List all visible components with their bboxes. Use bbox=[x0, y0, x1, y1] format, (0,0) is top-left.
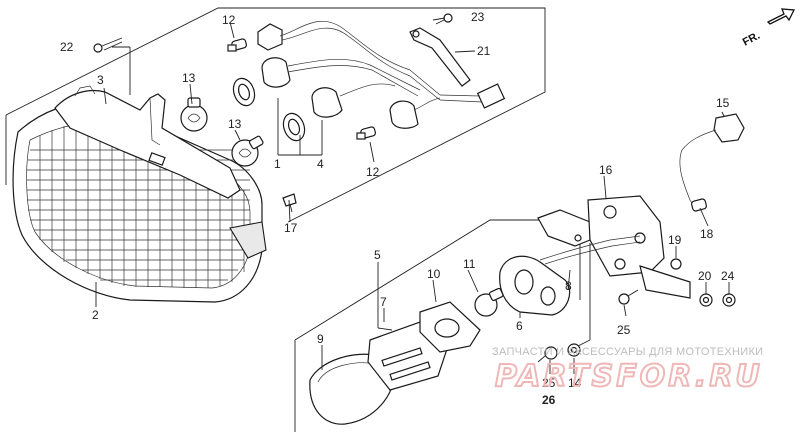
bolt-25-upper bbox=[618, 289, 639, 305]
nut-19 bbox=[670, 258, 682, 270]
nut-20 bbox=[699, 293, 713, 307]
callout-25-upper: 25 bbox=[617, 323, 631, 337]
callout-15: 15 bbox=[716, 96, 730, 110]
callout-2: 2 bbox=[92, 308, 99, 322]
front-direction-label: FR. bbox=[741, 30, 762, 49]
front-arrow-icon bbox=[766, 8, 796, 25]
callout-4: 4 bbox=[317, 157, 324, 171]
callout-14: 14 bbox=[568, 376, 582, 390]
callout-24: 24 bbox=[721, 269, 735, 283]
callout-11: 11 bbox=[463, 257, 476, 271]
bulb-18 bbox=[691, 198, 707, 212]
watermark-caption: ЗАПЧАСТИ И АКСЕССУАРЫ ДЛЯ МОТОТЕХНИКИ bbox=[492, 346, 763, 358]
callout-5: 5 bbox=[374, 248, 381, 262]
bulb-12-lower bbox=[356, 126, 376, 140]
license-lens-9 bbox=[309, 353, 396, 425]
callout-16: 16 bbox=[599, 163, 613, 177]
leader-lines bbox=[95, 17, 730, 374]
callout-labels: 22 3 2 13 13 12 12 17 1 4 23 21 5 7 9 10… bbox=[60, 10, 735, 407]
callout-3: 3 bbox=[97, 73, 104, 87]
bulb-13-lower bbox=[231, 135, 264, 167]
wire-8 bbox=[539, 235, 641, 265]
gasket-1-upper bbox=[232, 77, 256, 107]
nut-24 bbox=[722, 293, 736, 307]
washer-14 bbox=[567, 343, 581, 357]
screw-25-lower bbox=[537, 346, 558, 363]
callout-1: 1 bbox=[274, 157, 281, 171]
watermark: ЗАПЧАСТИ И АКСЕССУАРЫ ДЛЯ МОТОТЕХНИКИ PA… bbox=[492, 346, 763, 395]
bulb-11 bbox=[474, 287, 504, 317]
socket-harness bbox=[257, 20, 506, 129]
callout-17: 17 bbox=[284, 221, 298, 235]
screw-17 bbox=[282, 193, 297, 213]
callout-13-lower: 13 bbox=[228, 117, 242, 131]
wire-clamp-21 bbox=[409, 27, 471, 87]
socket-base-6 bbox=[499, 255, 571, 316]
watermark-brand: PARTSFOR.RU bbox=[495, 359, 763, 394]
lamp-housing bbox=[54, 85, 241, 199]
upper-assembly-frame bbox=[5, 7, 546, 223]
callout-25-lower: 25 bbox=[542, 376, 556, 390]
callout-20: 20 bbox=[698, 269, 712, 283]
callout-22: 22 bbox=[60, 40, 74, 54]
gasket-10 bbox=[419, 301, 481, 353]
grommet-15 bbox=[679, 113, 745, 209]
license-bracket-16 bbox=[537, 195, 691, 299]
callout-26: 26 bbox=[542, 393, 556, 407]
lower-assembly-frame bbox=[294, 219, 581, 432]
callout-12-lower: 12 bbox=[366, 165, 380, 179]
front-direction-indicator: FR. bbox=[741, 8, 796, 49]
callout-6: 6 bbox=[516, 319, 523, 333]
callout-12-upper: 12 bbox=[222, 13, 236, 27]
bulb-12-upper bbox=[227, 38, 247, 52]
callout-23: 23 bbox=[471, 10, 485, 24]
callout-18: 18 bbox=[700, 227, 714, 241]
screw-22 bbox=[93, 37, 123, 53]
callout-7: 7 bbox=[380, 295, 387, 309]
callout-21: 21 bbox=[477, 44, 491, 58]
callout-19: 19 bbox=[668, 233, 682, 247]
callout-10: 10 bbox=[427, 267, 441, 281]
callout-8: 8 bbox=[565, 279, 572, 293]
bulb-13-upper bbox=[180, 97, 208, 132]
callout-13-upper: 13 bbox=[182, 71, 196, 85]
callout-9: 9 bbox=[317, 332, 324, 346]
gasket-1-lower bbox=[282, 112, 306, 142]
